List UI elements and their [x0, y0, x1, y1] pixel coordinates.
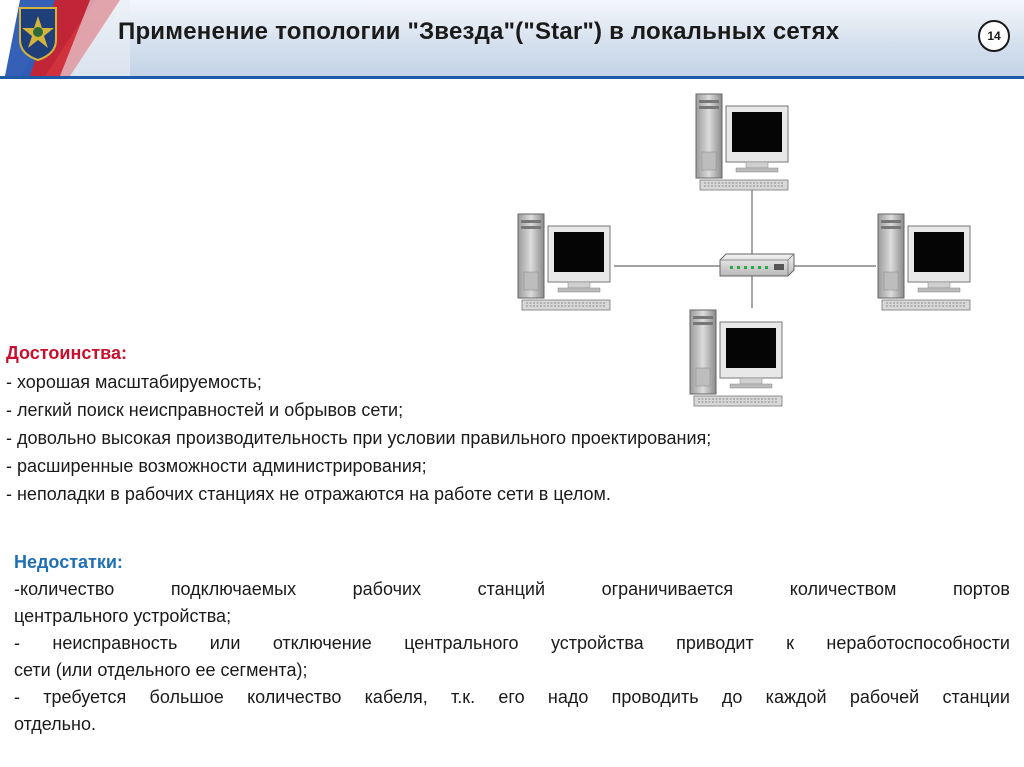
workstation-right-icon	[877, 213, 971, 311]
word: или	[209, 633, 241, 653]
slide-title: Применение топологии "Звезда"("Star") в …	[118, 18, 840, 45]
word: -	[14, 687, 20, 707]
word: портов	[952, 579, 1010, 599]
disadvantages-title: Недостатки:	[14, 552, 123, 572]
word: рабочей	[849, 687, 920, 707]
word: -количество	[14, 579, 115, 599]
list-item: отдельно.	[14, 714, 97, 734]
word: количество	[247, 687, 342, 707]
word: отключение	[272, 633, 372, 653]
list-item: сети (или отдельного ее сегмента);	[14, 660, 308, 680]
advantages-title: Достоинства:	[6, 343, 127, 363]
word: рабочих	[352, 579, 422, 599]
word: ограничивается	[601, 579, 734, 599]
page-number-badge: 14	[978, 20, 1010, 52]
word: его	[498, 687, 525, 707]
word: -	[14, 633, 20, 653]
word: кабеля,	[364, 687, 428, 707]
word: неисправность	[52, 633, 178, 653]
word: центрального	[404, 633, 519, 653]
justified-line: - требуется большое количество кабеля, т.к. ег…	[14, 684, 1010, 711]
justified-line: - неисправность или отключение центрального у…	[14, 630, 1010, 657]
word: до	[721, 687, 743, 707]
word: требуется	[43, 687, 127, 707]
word: приводит	[676, 633, 754, 653]
word: каждой	[765, 687, 827, 707]
word: станции	[942, 687, 1010, 707]
workstation-left-icon	[517, 213, 611, 311]
word: проводить	[611, 687, 699, 707]
advantages-list: - хорошая масштабируемость; - легкий пои…	[6, 368, 906, 508]
military-emblem-icon	[19, 7, 57, 62]
word: т.к.	[451, 687, 476, 707]
star-topology-diagram	[517, 93, 971, 407]
header-accent-line	[0, 76, 1024, 79]
word: устройства	[550, 633, 644, 653]
word: к	[786, 633, 794, 653]
list-item: - хорошая масштабируемость;	[6, 372, 262, 392]
word: неработоспособности	[826, 633, 1010, 653]
word: подключаемых	[170, 579, 297, 599]
list-item: - расширенные возможности администрирова…	[6, 456, 427, 476]
list-item: - легкий поиск неисправностей и обрывов …	[6, 400, 404, 420]
word: станций	[477, 579, 546, 599]
list-item: - довольно высокая производительность пр…	[6, 428, 712, 448]
word: большое	[149, 687, 224, 707]
justified-line: -количество подключаемых рабочих станций огр…	[14, 576, 1010, 603]
network-hub-icon	[719, 253, 795, 277]
list-item: центрального устройства;	[14, 606, 232, 626]
slide-header: Применение топологии "Звезда"("Star") в …	[0, 0, 1024, 77]
workstation-top-icon	[695, 93, 789, 191]
word: надо	[547, 687, 589, 707]
word: количеством	[789, 579, 897, 599]
list-item: - неполадки в рабочих станциях не отража…	[6, 484, 611, 504]
